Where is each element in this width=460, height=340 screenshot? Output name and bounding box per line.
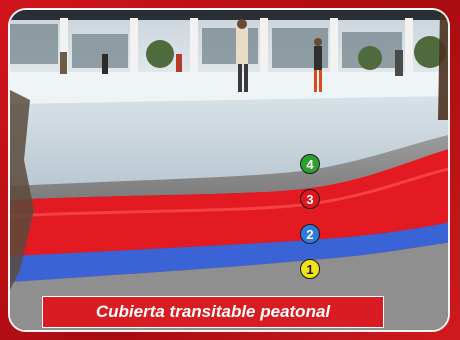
illustration-card [8,8,450,332]
layer-number-label: 3 [306,191,314,207]
layer-number-label: 2 [306,226,314,242]
trees [146,36,446,70]
pergola-columns [60,18,413,80]
pedestrians [60,19,403,92]
layer-number-4-badge: 4 [300,154,320,174]
caption-banner: Cubierta transitable peatonal [42,296,384,328]
plaza-scene [10,10,448,330]
layer-band-3 [10,149,448,256]
layer-number-label: 1 [306,261,314,277]
layer-number-3-badge: 3 [300,189,320,209]
layer-number-2-badge: 2 [300,224,320,244]
caption-text: Cubierta transitable peatonal [95,302,331,321]
layer-band-2 [10,222,448,282]
layer-number-1-badge: 1 [300,259,320,279]
layer-band-4 [10,134,448,200]
layer-number-label: 4 [306,156,314,172]
